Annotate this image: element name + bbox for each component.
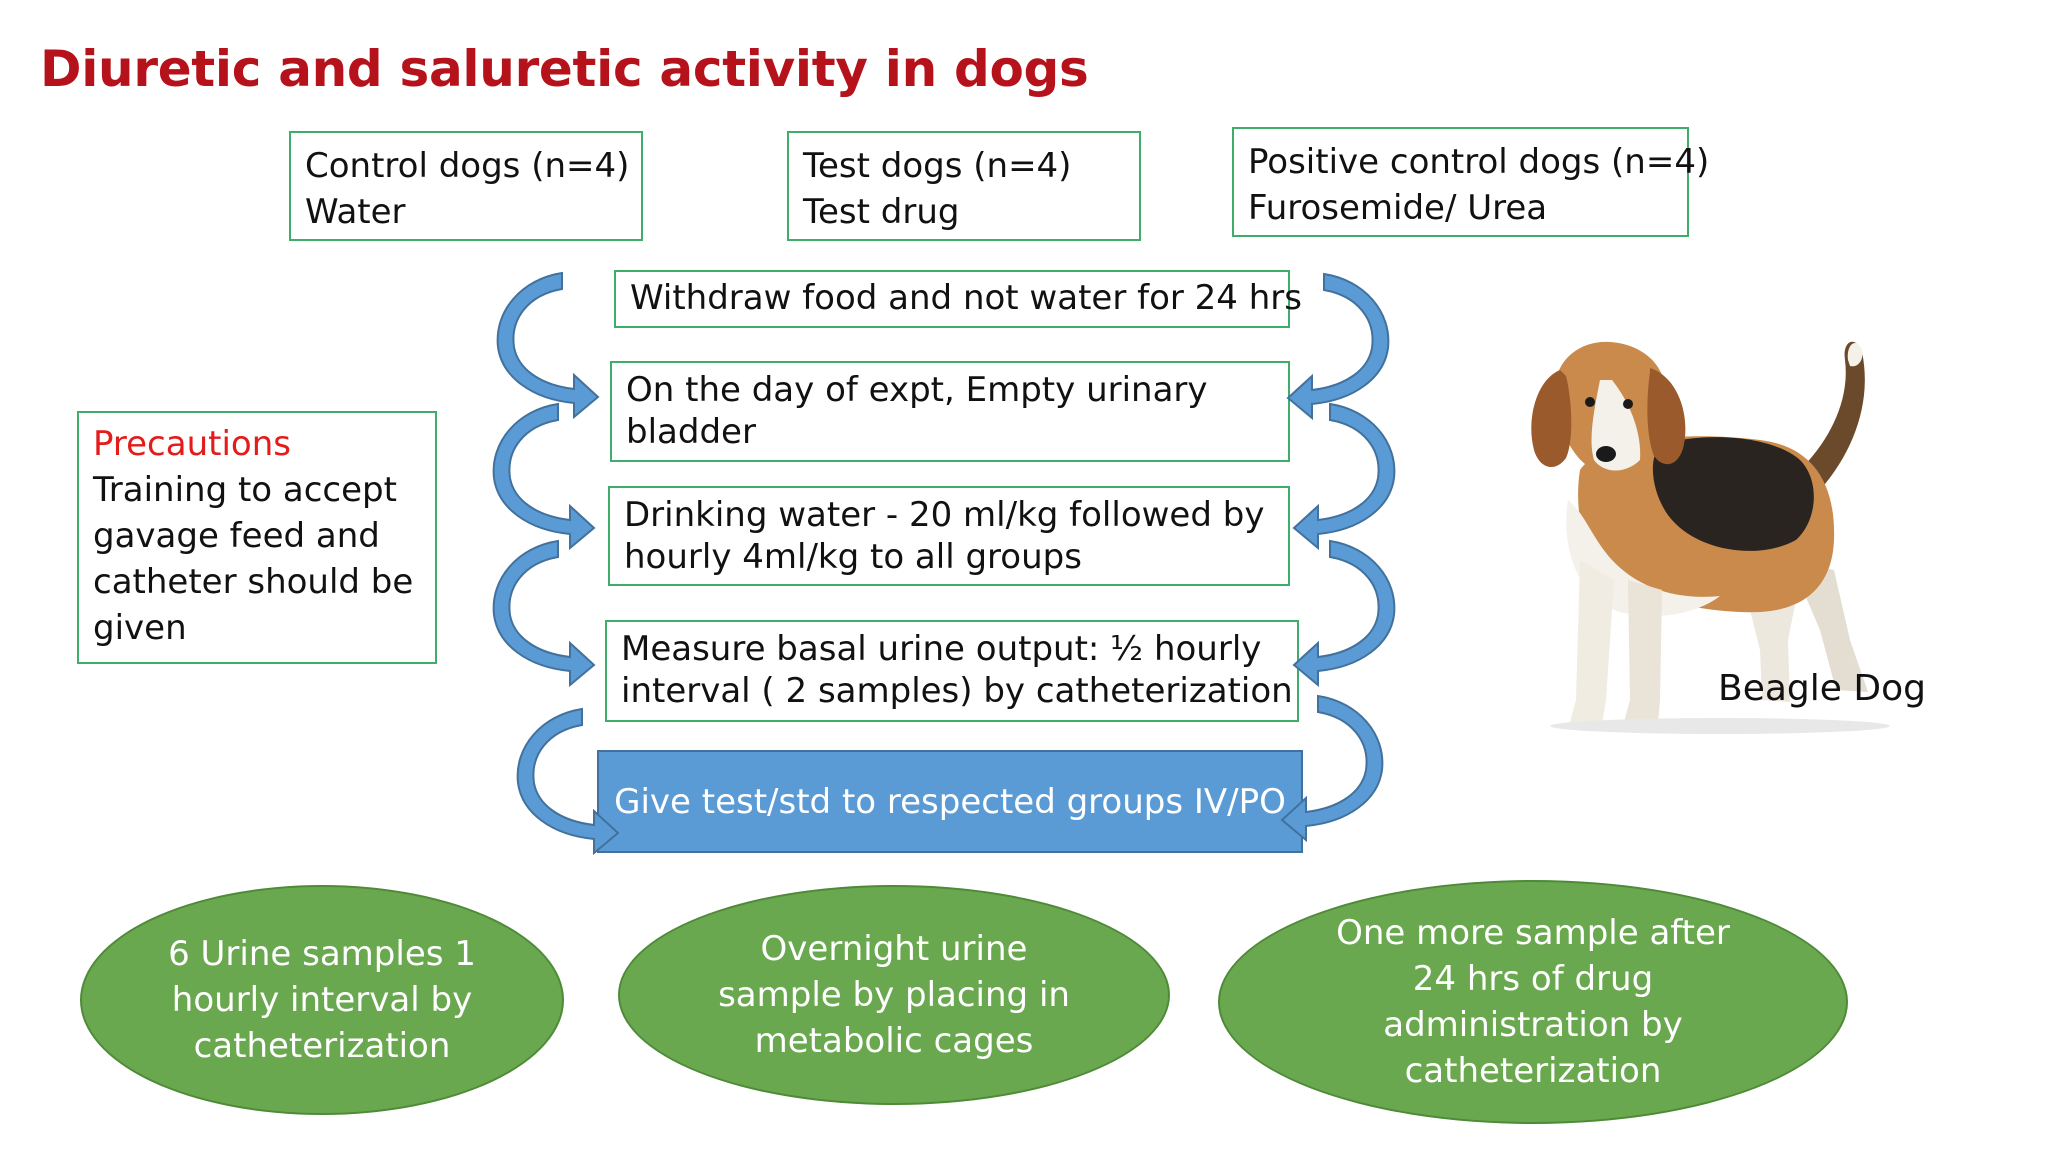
outcome-oval-24hr-sample: One more sample after 24 hrs of drug adm…	[1218, 880, 1848, 1124]
precautions-heading: Precautions	[93, 424, 291, 464]
slide-title: Diuretic and saluretic activity in dogs	[40, 40, 1089, 98]
outcome-text: metabolic cages	[754, 1021, 1034, 1061]
group-box-control: Control dogs (n=4) Water	[289, 131, 643, 241]
step-measure-basal: Measure basal urine output: ½ hourly int…	[605, 620, 1299, 722]
outcome-text: catheterization	[1404, 1051, 1662, 1091]
precaution-line: Training to accept	[93, 470, 397, 510]
outcome-text: administration by	[1383, 1005, 1683, 1045]
step-text-line2: hourly 4ml/kg to all groups	[624, 537, 1082, 577]
dog-label: Beagle Dog	[1718, 668, 1926, 709]
step-drinking-water: Drinking water - 20 ml/kg followed by ho…	[608, 486, 1290, 586]
group-name: Test dogs (n=4)	[803, 146, 1072, 186]
outcome-text: Overnight urine	[760, 929, 1028, 969]
group-box-positive-control: Positive control dogs (n=4) Furosemide/ …	[1232, 127, 1710, 237]
step-withdraw-food: Withdraw food and not water for 24 hrs	[614, 270, 1302, 328]
step-text-line2: interval ( 2 samples) by catheterization	[621, 671, 1293, 711]
precaution-line: catheter should be	[93, 562, 414, 602]
step-text-line1: On the day of expt, Empty urinary	[626, 370, 1208, 410]
group-treatment: Water	[305, 192, 406, 232]
precaution-line: given	[93, 608, 187, 648]
step-text: Withdraw food and not water for 24 hrs	[630, 278, 1302, 318]
step-empty-bladder: On the day of expt, Empty urinary bladde…	[610, 361, 1290, 462]
outcome-text: 24 hrs of drug	[1412, 959, 1654, 999]
outcome-text: 6 Urine samples 1	[168, 934, 476, 974]
step-text-line1: Drinking water - 20 ml/kg followed by	[624, 495, 1265, 535]
precautions-box: Precautions Training to accept gavage fe…	[77, 411, 437, 664]
step-give-test-std: Give test/std to respected groups IV/PO	[597, 750, 1303, 853]
group-treatment: Test drug	[803, 192, 960, 232]
give-text: Give test/std to respected groups IV/PO	[614, 781, 1286, 822]
group-name: Control dogs (n=4)	[305, 146, 630, 186]
group-treatment: Furosemide/ Urea	[1248, 188, 1548, 228]
group-name: Positive control dogs (n=4)	[1248, 142, 1710, 182]
outcome-oval-overnight-sample: Overnight urine sample by placing in met…	[618, 885, 1170, 1105]
outcome-oval-hourly-samples: 6 Urine samples 1 hourly interval by cat…	[80, 885, 564, 1115]
outcome-text: sample by placing in	[718, 975, 1070, 1015]
outcome-text: hourly interval by	[171, 980, 473, 1020]
step-text-line1: Measure basal urine output: ½ hourly	[621, 629, 1262, 669]
outcome-text: catheterization	[193, 1026, 451, 1066]
group-box-test: Test dogs (n=4) Test drug	[787, 131, 1141, 241]
outcome-text: One more sample after	[1336, 913, 1730, 953]
step-text-line2: bladder	[626, 412, 756, 452]
precaution-line: gavage feed and	[93, 516, 380, 556]
